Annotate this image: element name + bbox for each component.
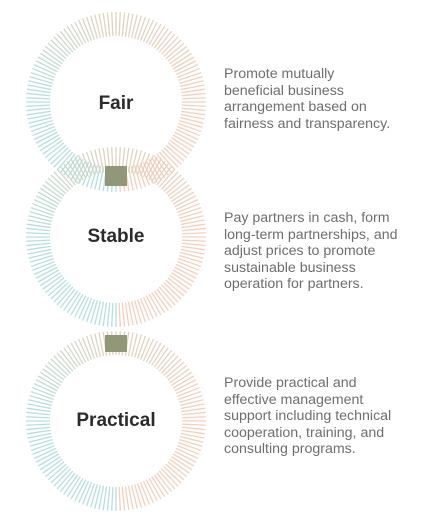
principle-description-fair: Promote mutually beneficial business arr… [224,66,429,132]
description-line: long-term partnerships, and [224,226,398,243]
description-line: support including technical [224,408,392,424]
description-line: operation for partners. [224,276,364,292]
principle-title-stable: Stable [87,226,145,247]
description-line: adjust prices to promote [224,243,376,259]
description-line: Provide practical and [224,375,357,391]
ring-practical [26,331,206,511]
description-line: effective management [224,391,364,408]
principle-title-fair: Fair [98,93,134,114]
description-line: sustainable business [224,259,356,276]
description-line: beneficial business [224,82,344,99]
description-line: cooperation, training, and [224,424,385,441]
principle-description-practical: Provide practical and effective manageme… [224,375,429,458]
principle-description-stable: Pay partners in cash, form long-term par… [224,210,429,293]
principle-title-practical: Practical [76,410,156,431]
description-line: Promote mutually [224,66,335,82]
description-line: fairness and transparency. [224,115,391,132]
ring-overlap-2 [105,335,127,352]
description-line: Pay partners in cash, form [224,210,390,226]
description-line: consulting programs. [224,441,356,457]
ring-stable [26,147,206,327]
ring-overlap-1 [105,166,127,186]
description-line: arrangement based on [224,99,367,115]
